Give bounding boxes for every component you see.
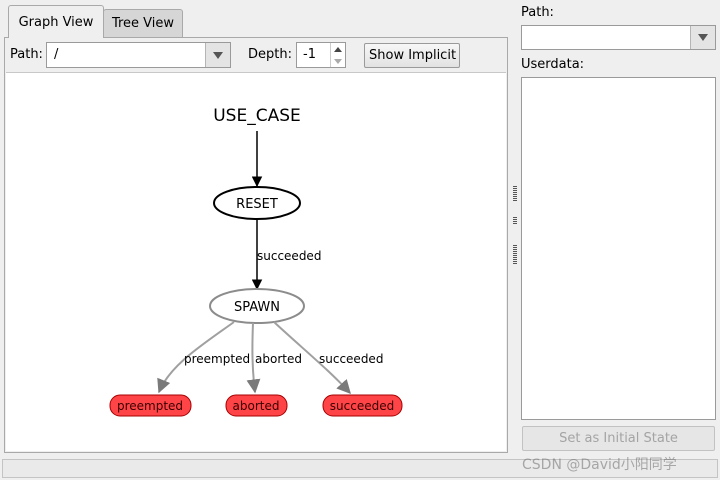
depth-spinbox-value: -1 xyxy=(303,47,316,62)
outcome-node-preempted[interactable]: preempted xyxy=(109,394,192,417)
depth-step-up-button[interactable] xyxy=(330,43,345,55)
tab-tree-view-label: Tree View xyxy=(111,16,175,31)
show-implicit-button[interactable]: Show Implicit xyxy=(364,43,460,68)
outcome-preempted-shape xyxy=(109,394,192,417)
set-initial-state-label: Set as Initial State xyxy=(559,431,678,446)
outcome-aborted-label: aborted xyxy=(233,399,280,413)
spawn-node-label: SPAWN xyxy=(234,300,280,315)
splitter-grip-icon-3 xyxy=(512,245,518,265)
watermark-text: CSDN @David小阳同学 xyxy=(522,457,677,473)
tab-graph-view-label: Graph View xyxy=(18,14,94,30)
path-combobox[interactable]: / xyxy=(46,42,231,68)
edge-label-aborted: aborted xyxy=(255,352,302,366)
path-label: Path: xyxy=(10,47,43,62)
outcome-aborted-shape xyxy=(225,394,288,417)
set-initial-state-button[interactable]: Set as Initial State xyxy=(522,426,715,451)
graph-canvas[interactable]: USE_CASE RESET succeeded SPAWN preempted… xyxy=(6,72,506,451)
status-bar xyxy=(2,459,718,478)
edge-spawn-to-succeeded xyxy=(273,321,351,395)
state-node-spawn[interactable]: SPAWN xyxy=(209,288,305,324)
path-combobox-value: / xyxy=(54,47,59,62)
userdata-label: Userdata: xyxy=(521,57,585,72)
edge-label-preempted: preempted xyxy=(184,352,250,366)
edge-label-succeeded: succeeded xyxy=(319,352,383,366)
edge-spawn-to-preempted xyxy=(157,321,235,394)
tab-tree-view[interactable]: Tree View xyxy=(103,9,183,37)
right-path-combobox[interactable] xyxy=(521,25,716,50)
state-node-reset[interactable]: RESET xyxy=(213,186,301,220)
depth-spinbox[interactable]: -1 xyxy=(296,42,346,68)
right-path-dropdown-button[interactable] xyxy=(690,26,715,49)
chevron-down-icon xyxy=(213,51,223,59)
path-dropdown-button[interactable] xyxy=(205,43,230,67)
chevron-down-icon xyxy=(698,34,708,41)
splitter-grip-icon-2 xyxy=(512,217,518,225)
outcome-node-succeeded[interactable]: succeeded xyxy=(322,394,403,417)
caret-up-icon xyxy=(334,46,342,52)
splitter-handle[interactable] xyxy=(508,0,520,455)
tab-graph-view[interactable]: Graph View xyxy=(8,5,104,38)
graph-container-label: USE_CASE xyxy=(213,106,301,126)
outcome-node-aborted[interactable]: aborted xyxy=(225,394,288,417)
edge-spawn-to-aborted xyxy=(246,322,261,394)
userdata-textarea[interactable] xyxy=(521,77,716,420)
caret-down-icon xyxy=(334,58,342,64)
outcome-succeeded-shape xyxy=(322,394,403,417)
right-path-label: Path: xyxy=(521,5,554,20)
splitter-grip-icon xyxy=(512,186,518,202)
depth-label: Depth: xyxy=(248,47,292,62)
outcome-preempted-label: preempted xyxy=(117,399,183,413)
outcome-succeeded-label: succeeded xyxy=(330,399,394,413)
depth-step-down-button[interactable] xyxy=(330,55,345,67)
spawn-node-shape xyxy=(209,288,305,324)
reset-node-label: RESET xyxy=(236,197,278,212)
show-implicit-label: Show Implicit xyxy=(369,48,457,63)
state-machine-graph: USE_CASE RESET succeeded SPAWN preempted… xyxy=(109,106,403,417)
edge-label-reset-succeeded: succeeded xyxy=(257,249,321,263)
